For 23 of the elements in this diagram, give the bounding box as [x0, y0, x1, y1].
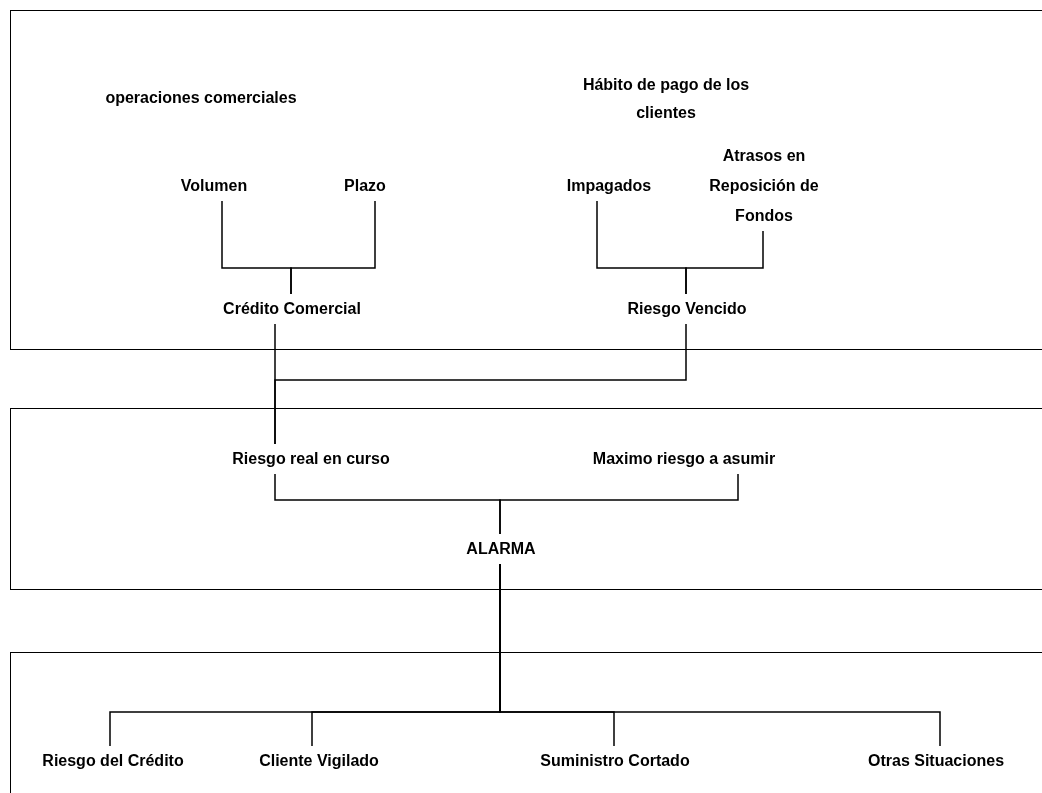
node-label: Suministro Cortado — [540, 746, 690, 776]
node-label: Crédito Comercial — [223, 294, 361, 324]
panel-box — [10, 408, 1042, 590]
node-label: Maximo riesgo a asumir — [592, 444, 776, 474]
node-label: ALARMA — [466, 534, 536, 564]
panel-box — [10, 652, 1042, 793]
node-label: Riesgo Vencido — [627, 294, 747, 324]
node-label: Impagados — [566, 171, 652, 201]
node-label: Riesgo real en curso — [232, 444, 390, 474]
connector-line — [290, 200, 376, 295]
heading-label: Hábito de pago de los clientes — [581, 75, 751, 123]
panel-box — [10, 10, 1042, 350]
node-label: Riesgo del Crédito — [42, 746, 184, 776]
node-label: Atrasos en Reposición de Fondos — [709, 141, 819, 231]
connector-line — [499, 473, 739, 535]
heading-label: operaciones comerciales — [104, 88, 298, 108]
node-label: Cliente Vigilado — [259, 746, 379, 776]
node-label: Volumen — [180, 171, 248, 201]
node-label: Otras Situaciones — [868, 746, 1004, 776]
connector-line — [499, 563, 941, 747]
connector-line — [685, 230, 764, 295]
node-label: Plazo — [344, 171, 386, 201]
connector-line — [274, 323, 687, 445]
